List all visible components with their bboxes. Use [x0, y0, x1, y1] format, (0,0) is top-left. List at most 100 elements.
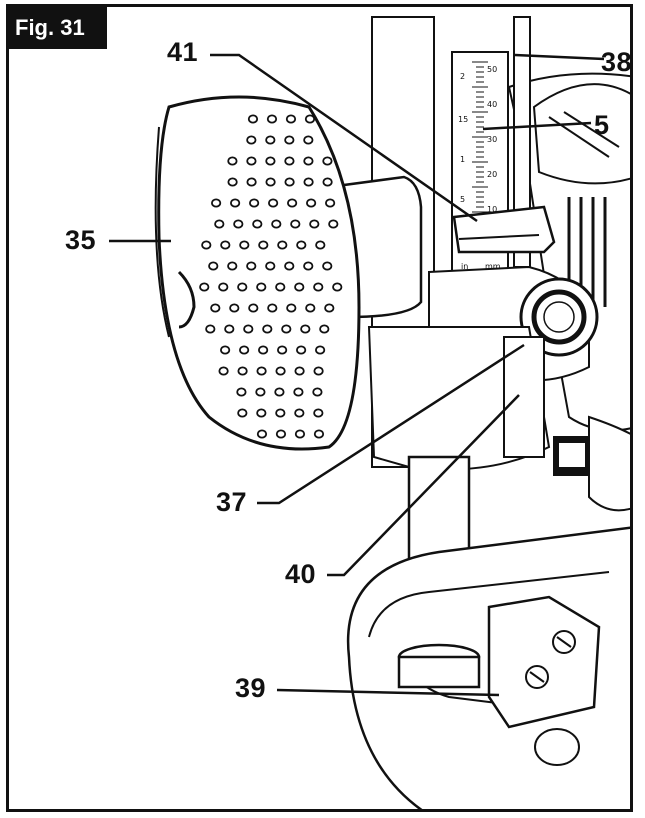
- depth-scale-units: in mm: [461, 262, 501, 271]
- top-dome: [532, 83, 630, 185]
- perforation-hole: [256, 282, 267, 292]
- unit-mm: mm: [485, 262, 501, 271]
- perforation-hole: [313, 429, 325, 439]
- perforation-hole: [237, 408, 248, 418]
- scale-left-tick: 5: [460, 195, 465, 204]
- perforation-hole: [275, 366, 286, 376]
- perforation-hole: [313, 366, 324, 376]
- callout-37: 37: [216, 487, 248, 517]
- perforation-hole: [281, 324, 292, 334]
- perforation-hole: [313, 282, 324, 292]
- perforation-hole: [239, 240, 250, 250]
- perforation-hole: [277, 240, 288, 250]
- perforation-hole: [319, 324, 330, 334]
- perforation-hole: [230, 198, 241, 208]
- scale-right-tick: 20: [487, 170, 497, 179]
- scale-right-tick: 30: [487, 135, 497, 144]
- perforation-hole: [246, 156, 257, 166]
- perforation-hole: [237, 366, 248, 376]
- perforation-hole: [246, 261, 257, 271]
- perforation-hole: [256, 408, 267, 418]
- perforation-hole: [303, 156, 314, 166]
- perforation-hole: [258, 240, 269, 250]
- perforation-hole: [220, 345, 231, 355]
- perforation-hole: [290, 219, 301, 229]
- perforation-hole: [218, 366, 229, 376]
- perforation-hole: [296, 240, 307, 250]
- perforation-hole: [277, 345, 288, 355]
- perforation-hole: [199, 282, 210, 292]
- callout-35: 35: [65, 225, 97, 255]
- plunge-post: [503, 336, 545, 458]
- callout-39: 39: [235, 673, 267, 703]
- perforation-hole: [239, 345, 250, 355]
- perforation-hole: [248, 303, 259, 313]
- perforation-hole: [322, 177, 333, 187]
- perforation-hole: [303, 177, 314, 187]
- perforation-hole: [322, 261, 333, 271]
- perforation-hole: [249, 198, 260, 208]
- perforation-hole: [303, 261, 314, 271]
- perforation-hole: [293, 387, 304, 397]
- perforation-hole: [294, 366, 305, 376]
- perforation-hole: [211, 198, 222, 208]
- callout-40: 40: [285, 559, 317, 589]
- perforation-hole: [243, 324, 254, 334]
- perforation-hole: [236, 387, 247, 397]
- perforation-hole: [284, 156, 295, 166]
- scale-right-tick: 10: [487, 205, 497, 214]
- perforation-hole: [246, 135, 257, 145]
- perforation-hole: [284, 135, 295, 145]
- perforation-hole: [252, 219, 263, 229]
- perforation-hole: [300, 324, 311, 334]
- perforation-hole: [305, 303, 316, 313]
- perforation-hole: [274, 387, 285, 397]
- callout-41: 41: [167, 37, 199, 67]
- perforation-hole: [233, 219, 244, 229]
- rod-clamp: [487, 595, 601, 729]
- perforation-hole: [313, 408, 324, 418]
- perforation-hole: [208, 261, 219, 271]
- perforation-hole: [294, 282, 305, 292]
- perforation-hole: [294, 429, 306, 439]
- perforation-hole: [265, 156, 276, 166]
- perforation-hole: [324, 303, 335, 313]
- scale-right-tick: 50: [487, 65, 497, 74]
- perforation-hole: [266, 114, 278, 124]
- perforation-hole: [227, 156, 238, 166]
- perforation-hole: [309, 219, 320, 229]
- figure-label: Fig. 31: [9, 7, 107, 49]
- perforation-hole: [304, 114, 316, 124]
- scale-left-tick: 1: [460, 155, 465, 164]
- perforation-hole: [284, 177, 295, 187]
- perforation-hole: [265, 177, 276, 187]
- perforation-hole: [224, 324, 235, 334]
- perforation-hole: [275, 429, 287, 439]
- perforation-hole: [294, 408, 305, 418]
- perforation-hole: [315, 345, 326, 355]
- perforation-hole: [265, 135, 276, 145]
- perforation-hole: [267, 303, 278, 313]
- perforation-hole: [322, 156, 333, 166]
- unit-inch: in: [461, 262, 468, 271]
- perforation-hole: [262, 324, 273, 334]
- perforation-hole: [287, 198, 298, 208]
- perforation-hole: [218, 282, 229, 292]
- perforation-hole: [220, 240, 231, 250]
- perforation-hole: [265, 261, 276, 271]
- perforation-hole: [303, 135, 314, 145]
- callout-5: 5: [594, 110, 610, 140]
- figure-frame: Fig. 31 2 15 1 5 0 50 40: [6, 4, 633, 812]
- perforation-hole: [229, 303, 240, 313]
- perforation-hole: [205, 324, 216, 334]
- perforation-hole: [227, 261, 238, 271]
- router-illustration: 2 15 1 5 0 50 40 30 20 10 0 in mm: [154, 16, 630, 809]
- perforation-hole: [247, 114, 259, 124]
- perforation-hole: [285, 114, 297, 124]
- scale-left-tick: 15: [458, 115, 468, 124]
- depth-indicator: [452, 205, 556, 254]
- perforation-hole: [275, 282, 286, 292]
- perforation-hole: [256, 429, 268, 439]
- perforation-hole: [214, 219, 225, 229]
- perforation-hole: [237, 282, 248, 292]
